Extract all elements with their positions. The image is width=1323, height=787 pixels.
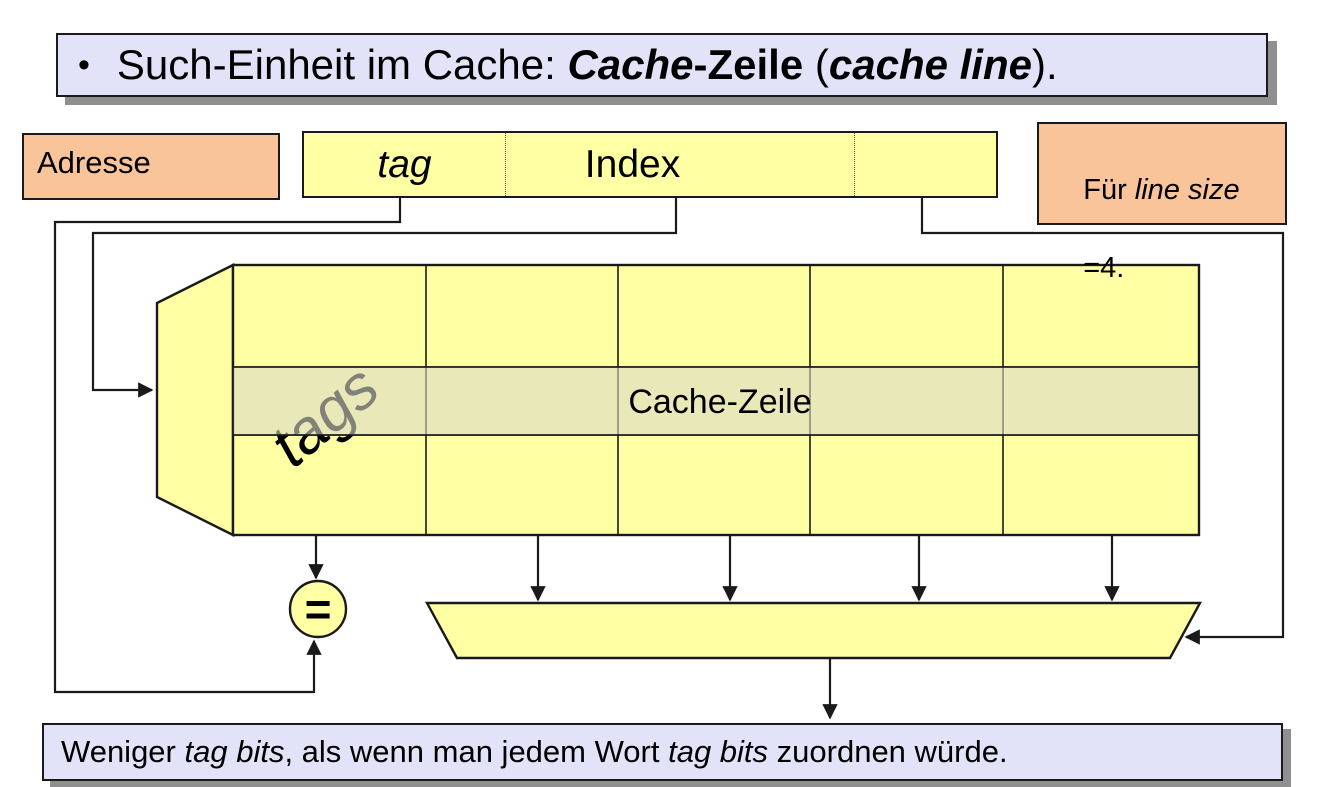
comparator-circle xyxy=(288,579,348,639)
title-term-de-suffix: -Zeile xyxy=(693,41,804,88)
bullet-icon: • xyxy=(78,45,90,84)
decoder-shape xyxy=(155,263,235,537)
address-field-index: Index xyxy=(505,133,854,196)
cache-line-highlight-band xyxy=(232,366,1200,436)
wire-tag-to-comparator xyxy=(53,198,402,694)
wire-index-to-decoder xyxy=(91,198,678,398)
title-banner: • Such-Einheit im Cache: Cache-Zeile (cac… xyxy=(56,33,1268,97)
footer-i1: tag bits xyxy=(184,734,285,769)
footer-p3: zuordnen würde. xyxy=(768,734,1008,769)
tag-label: tag xyxy=(377,142,432,186)
title-paren-open: ( xyxy=(803,41,829,88)
footer-banner: Weniger tag bits, als wenn man jedem Wor… xyxy=(42,723,1283,781)
footer-p1: Weniger xyxy=(61,734,185,769)
mux-shape xyxy=(424,601,1203,660)
address-field-offset xyxy=(854,133,996,196)
footer-i2: tag bits xyxy=(668,734,769,769)
index-label: Index xyxy=(584,142,681,186)
equals-symbol: = xyxy=(305,583,332,635)
address-field: tag Index xyxy=(302,131,998,198)
address-label-box: Adresse xyxy=(22,133,280,200)
cache-line-row-label: Cache-Zeile xyxy=(628,383,811,421)
address-label: Adresse xyxy=(37,144,151,180)
title-term-de: Cache xyxy=(567,41,694,88)
line-size-text: Für xyxy=(1083,174,1135,206)
line-size-note-box: Für line size =4. xyxy=(1037,122,1287,284)
title-paren-close: ). xyxy=(1031,41,1058,88)
wire-offset-to-mux xyxy=(920,198,1285,645)
footer-p2: , als wenn man jedem Wort xyxy=(284,734,669,769)
title-lead: Such-Einheit im Cache: xyxy=(116,41,568,88)
line-size-value: =4. xyxy=(1083,252,1125,284)
title-term-en: cache line xyxy=(828,41,1032,88)
line-size-term: line size xyxy=(1134,174,1240,206)
address-field-tag: tag xyxy=(304,133,505,196)
